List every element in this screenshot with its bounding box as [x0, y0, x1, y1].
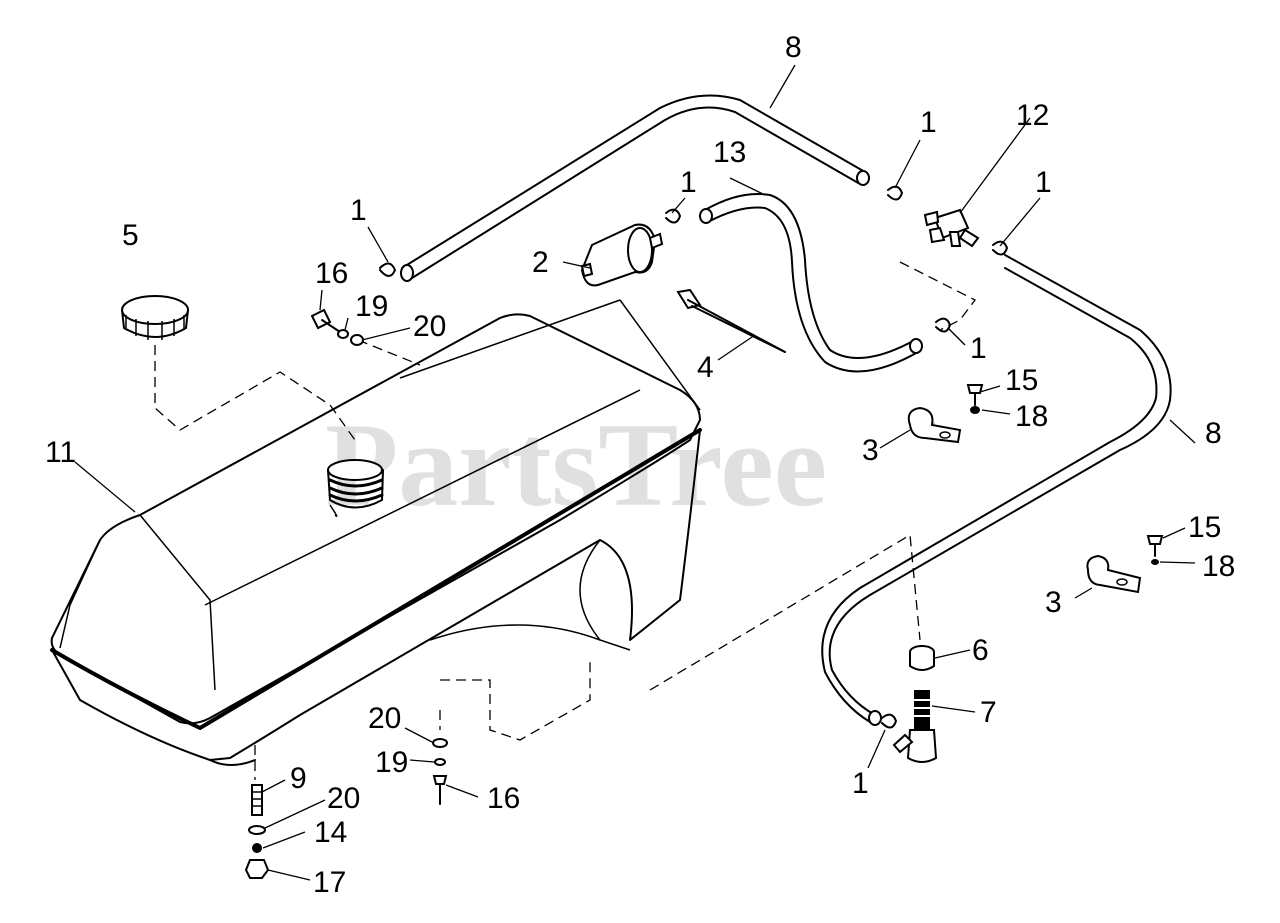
shutoff-valve: [892, 690, 938, 763]
callout-1-filter-left: 1: [350, 194, 367, 227]
callout-20-upper: 20: [413, 310, 446, 343]
line-clamp-lower: [1086, 535, 1164, 594]
callout-1-filter-top: 1: [680, 166, 697, 199]
fuel-tee-fitting: [923, 208, 980, 248]
callout-16-upper: 16: [315, 257, 348, 290]
callout-15-upper: 15: [1005, 364, 1038, 397]
callout-15-lower: 15: [1188, 511, 1221, 544]
fuel-line-lower: [821, 254, 1172, 726]
valve-alignment-line: [649, 533, 921, 691]
callout-14: 14: [314, 816, 347, 849]
fuel-cap: [121, 295, 189, 340]
callout-1-valve: 1: [852, 767, 869, 800]
callout-1-line-middle: 1: [970, 332, 987, 365]
callout-8-upper: 8: [785, 31, 802, 64]
callout-3-lower: 3: [1045, 586, 1062, 619]
callout-19-upper: 19: [355, 290, 388, 323]
fuel-tank: [50, 299, 702, 766]
callout-18-lower: 18: [1202, 550, 1235, 583]
fuel-line-upper: [400, 94, 870, 282]
callout-11: 11: [45, 436, 76, 469]
callout-9: 9: [290, 762, 307, 795]
callout-1-tee-left: 1: [920, 106, 937, 139]
fuel-filter: [580, 223, 664, 287]
callout-6: 6: [972, 634, 989, 667]
callout-1-tee-right: 1: [1035, 166, 1052, 199]
fuel-line-middle: [699, 193, 923, 373]
callout-13: 13: [713, 136, 746, 169]
callout-19-lower: 19: [375, 746, 408, 779]
callout-3-upper: 3: [862, 434, 879, 467]
callout-8-lower: 8: [1205, 417, 1222, 450]
callout-16-lower: 16: [487, 782, 520, 815]
hose-clamps: [379, 185, 1008, 729]
leader-lines: [74, 64, 1196, 881]
callout-labels: 1 1 1 1 1 1 2 3 3 4 5 6 7 8 8 9 11 12 13…: [45, 31, 1235, 899]
watermark: PartsTree: [325, 398, 827, 531]
tank-bushing: [909, 645, 935, 671]
callout-17: 17: [313, 866, 346, 899]
cable-tie: [676, 288, 786, 353]
tank-mount-hardware-lower: [244, 738, 448, 879]
callout-5: 5: [122, 219, 139, 252]
callout-4: 4: [697, 351, 714, 384]
callout-12: 12: [1016, 99, 1049, 132]
callout-7: 7: [980, 696, 997, 729]
callout-2: 2: [532, 246, 549, 279]
callout-20-lower: 20: [368, 702, 401, 735]
line-clamp-upper: [907, 384, 984, 444]
callout-20-stud: 20: [327, 782, 360, 815]
bolt-alignment-line: [357, 339, 421, 366]
bracket-alignment-line: [440, 660, 591, 741]
cap-alignment-line: [154, 345, 356, 441]
callout-18-upper: 18: [1015, 400, 1048, 433]
